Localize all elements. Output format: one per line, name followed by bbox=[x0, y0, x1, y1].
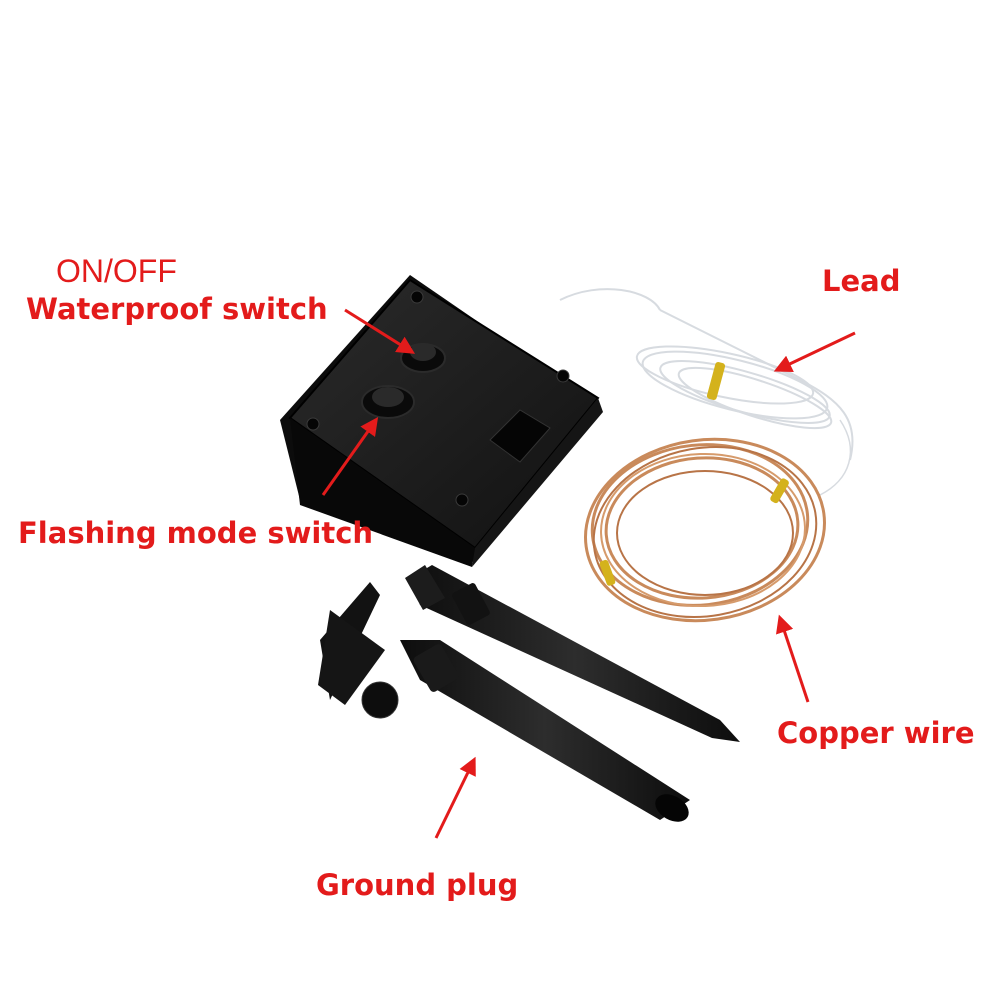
ground-stake bbox=[405, 565, 740, 742]
copper-wire-label: Copper wire bbox=[777, 716, 975, 750]
copper-ties bbox=[599, 478, 789, 586]
arrow-waterproof bbox=[344, 308, 416, 354]
flashing-mode-switch-button[interactable] bbox=[361, 385, 415, 419]
lead-wire bbox=[559, 288, 854, 496]
arrow-ground bbox=[434, 756, 476, 839]
onoff-label: ON/OFF bbox=[56, 253, 177, 289]
arrow-lead bbox=[773, 331, 856, 372]
annotation-arrows bbox=[321, 308, 856, 839]
ground-plug bbox=[318, 582, 690, 822]
flashing-mode-switch-label: Flashing mode switch bbox=[18, 516, 374, 550]
arrow-flashing bbox=[321, 417, 379, 496]
copper-wire-coil bbox=[584, 437, 826, 623]
arrow-copper bbox=[776, 614, 810, 703]
lead-tie bbox=[706, 362, 726, 400]
lead-label: Lead bbox=[822, 264, 901, 298]
controller-box bbox=[280, 275, 603, 567]
waterproof-switch-button[interactable] bbox=[400, 343, 446, 373]
ground-plug-label: Ground plug bbox=[316, 868, 519, 902]
waterproof-switch-label: Waterproof switch bbox=[26, 292, 328, 326]
